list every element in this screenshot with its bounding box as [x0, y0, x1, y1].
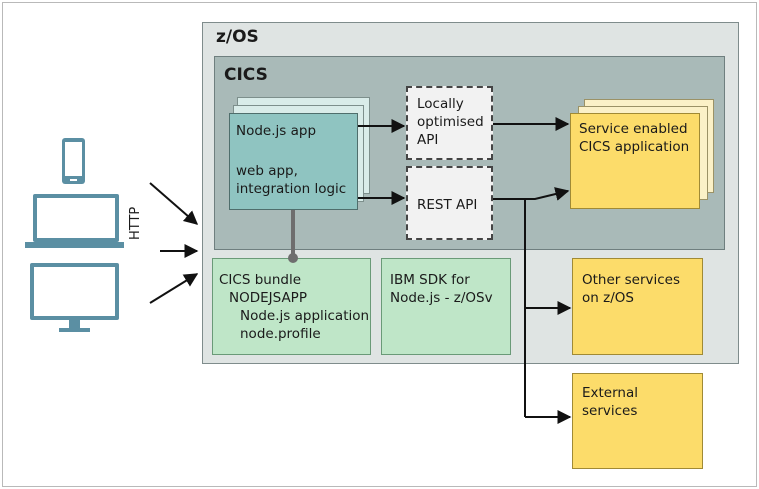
external-services-line-1: External — [582, 385, 639, 401]
laptop-icon — [25, 194, 124, 248]
external-services-line-2: services — [582, 403, 638, 419]
local-api-line-2: optimised — [417, 114, 484, 130]
sdk-line-2: Node.js - z/OSv — [390, 290, 493, 306]
bundle-line-1: CICS bundle — [219, 272, 302, 288]
bundle-line-3: Node.js application — [240, 308, 370, 324]
bundle-line-4: node.profile — [240, 326, 321, 342]
bundle-line-2: NODEJSAPP — [229, 290, 307, 306]
app-bundle-connector-dot — [288, 253, 298, 263]
external-services-box: External services — [572, 373, 703, 469]
cics-bundle-box: CICS bundle NODEJSAPP Node.js applicatio… — [212, 258, 371, 355]
rest-api-label: REST API — [417, 197, 478, 213]
desktop-monitor-icon — [30, 263, 119, 332]
phone-icon — [62, 138, 85, 184]
nodejs-app-desc-2: integration logic — [236, 181, 347, 197]
http-arrow-top — [149, 182, 199, 225]
other-services-line-2: on z/OS — [582, 290, 634, 306]
local-api-line-3: API — [417, 132, 439, 148]
zos-title: z/OS — [216, 27, 259, 47]
cics-title: CICS — [224, 65, 268, 85]
service-app-line-2: CICS application — [579, 139, 690, 155]
service-app-box: Service enabled CICS application — [570, 113, 700, 209]
nodejs-app-label: Node.js app — [236, 123, 317, 139]
sdk-line-1: IBM SDK for — [390, 272, 470, 288]
local-api-line-1: Locally — [417, 96, 464, 112]
rest-api-to-service-arrow — [493, 187, 570, 201]
local-api-box: Locally optimised API — [406, 86, 493, 160]
other-services-line-1: Other services — [582, 272, 681, 288]
nodejs-app-desc-1: web app, — [236, 163, 298, 179]
nodejs-app-box: Node.js app web app, integration logic — [229, 113, 358, 210]
http-arrow-bottom — [149, 273, 199, 304]
other-services-box: Other services on z/OS — [572, 258, 703, 355]
service-app-line-1: Service enabled — [579, 121, 688, 137]
ibm-sdk-box: IBM SDK for Node.js - z/OSv — [381, 258, 511, 355]
rest-api-box: REST API — [406, 166, 493, 240]
